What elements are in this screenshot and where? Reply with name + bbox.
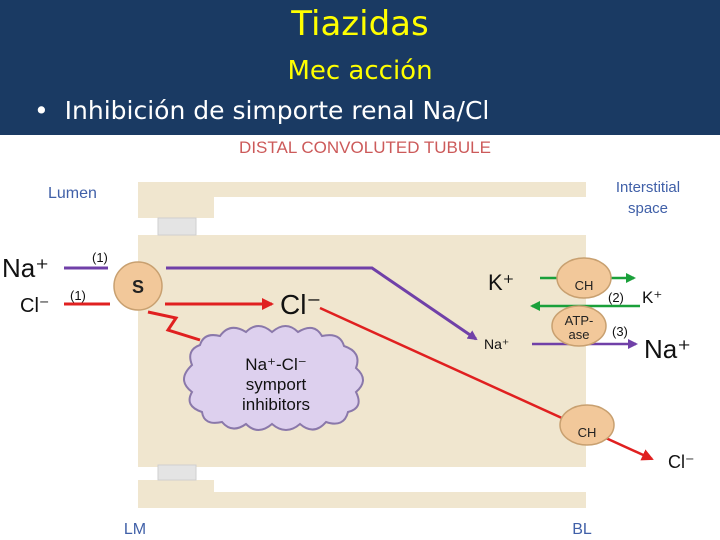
inhibitor-label-1: Na⁺-Cl⁻ (245, 355, 306, 374)
upper-cell-strip (138, 182, 586, 235)
step2-label: (2) (608, 290, 624, 305)
na-out-label: Na⁺ (644, 334, 691, 364)
slide-subtitle: Mec acción (287, 56, 433, 86)
symporter-label: S (132, 277, 144, 297)
channel-top-label: CH (575, 278, 594, 293)
k-in-label: K⁺ (488, 270, 514, 295)
slide-title: Tiazidas (291, 4, 429, 44)
lower-cell-strip (138, 467, 586, 508)
interstitial-label-2: space (628, 200, 668, 217)
tight-junction-bottom (157, 464, 197, 481)
inhibition-bolt (147, 310, 201, 342)
atpase-label-1: ATP- (565, 313, 594, 328)
bl-label: BL (572, 521, 592, 538)
diagram-heading: DISTAL CONVOLUTED TUBULE (239, 138, 491, 157)
tight-junction-top (157, 217, 197, 236)
inhibitor-label-2: symport (246, 375, 307, 394)
interstitial-label-1: Interstitial (616, 179, 680, 196)
na-in-label: Na⁺ (484, 336, 509, 352)
step3-label: (3) (612, 324, 628, 339)
na-transport-arrow (166, 266, 478, 341)
step1-na-label: (1) (92, 250, 108, 265)
cl-left-label: Cl⁻ (20, 295, 49, 317)
lumen-label: Lumen (48, 185, 97, 202)
symporter-circle (113, 261, 163, 311)
atpase-label-2: ase (569, 327, 590, 342)
channel-bottom (559, 404, 615, 446)
slide-header (0, 0, 720, 135)
inhibitor-cloud (183, 325, 364, 431)
inhibitor-label-3: inhibitors (242, 395, 310, 414)
channel-bottom-label: CH (578, 425, 597, 440)
lm-label: LM (124, 521, 146, 538)
channel-top (556, 257, 612, 299)
cl-center-label: Cl⁻ (280, 289, 321, 320)
tubule-diagram: DISTAL CONVOLUTED TUBULE Lumen Interstit… (2, 138, 695, 538)
bullet-point: • Inhibición de simporte renal Na/Cl (34, 96, 490, 125)
atpase-pump (551, 305, 607, 347)
cl-out-label: Cl⁻ (668, 452, 695, 472)
step1-cl-label: (1) (70, 288, 86, 303)
na-left-label: Na⁺ (2, 253, 49, 283)
bullet-text: Inhibición de simporte renal Na/Cl (64, 96, 490, 125)
k-out-label: K⁺ (642, 288, 662, 307)
